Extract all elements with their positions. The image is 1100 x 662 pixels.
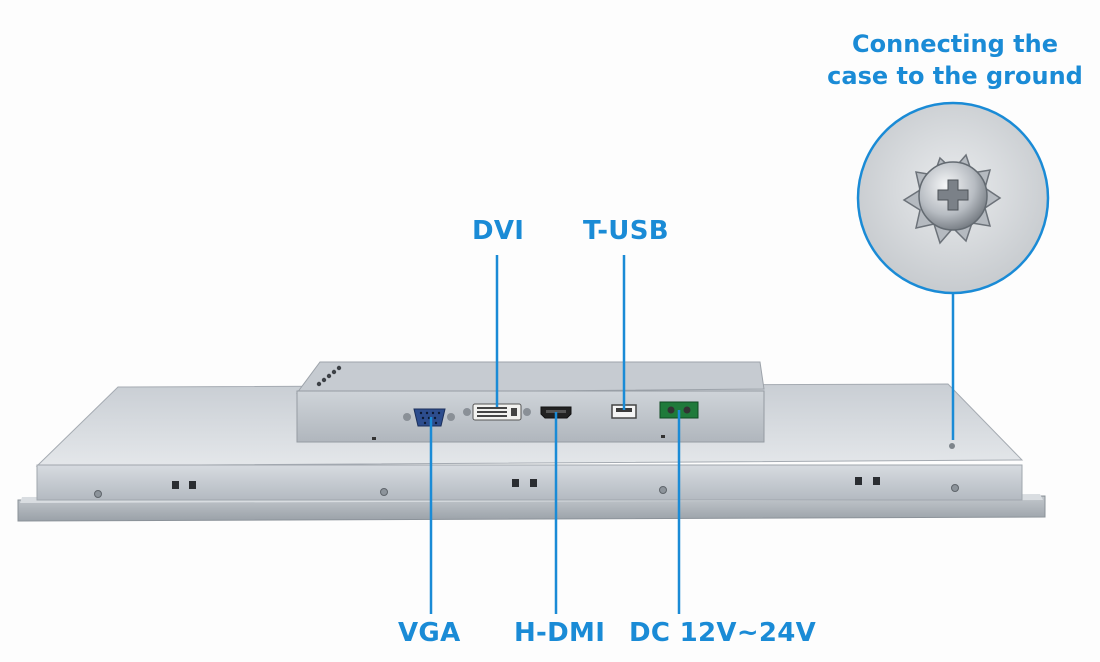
- ground-screw-icon: [902, 153, 1002, 245]
- ground-callout-title: Connecting the case to the ground: [820, 28, 1090, 92]
- tusb-label: T-USB: [583, 216, 669, 246]
- button-row: [316, 365, 342, 387]
- dvi-port-icon: [463, 403, 531, 421]
- side-screws: [94, 484, 959, 498]
- vga-label: VGA: [398, 618, 461, 648]
- ground-screw-callout: [856, 101, 1050, 295]
- dc-label: DC 12V~24V: [629, 618, 817, 648]
- io-module-box: [296, 361, 765, 443]
- ground-callout-line1: Connecting the: [852, 30, 1058, 58]
- ground-screw-icon: [949, 443, 955, 449]
- leader-lines: [429, 255, 955, 614]
- ground-callout-line2: case to the ground: [827, 62, 1083, 90]
- dvi-label: DVI: [472, 216, 525, 246]
- vent-slots: [172, 477, 880, 489]
- hdmi-label: H-DMI: [514, 618, 606, 648]
